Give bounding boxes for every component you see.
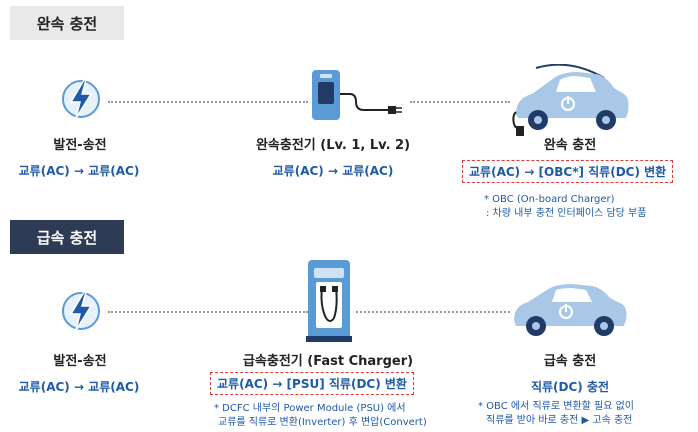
slow-section-label: 완속 충전 [10,6,124,40]
slow-car-title: 완속 충전 [543,138,597,153]
fast-section-label: 급속 충전 [10,220,124,254]
lightning-icon [56,286,106,336]
slow-charger-sub: 교류(AC) → 교류(AC) [272,164,394,178]
slow-charger-title: 완속충전기 (Lv. 1, Lv. 2) [255,138,411,153]
lightning-icon [56,74,106,124]
generation-title: 발전-송전 [53,138,107,153]
connector-line [356,311,510,313]
fast-car-note-2: 직류를 받아 바로 충전 ▶ 고속 충전 [486,415,633,426]
generation-title: 발전-송전 [53,354,107,369]
slow-charger-icon [310,68,410,124]
slow-note-1: * OBC (On-board Charger) [484,194,615,205]
connector-line [108,101,308,103]
car-icon [510,280,630,342]
fast-car-title: 급속 충전 [543,354,597,369]
fast-car-sub: 직류(DC) 충전 [530,380,610,394]
fast-charger-note-1: * DCFC 내부의 Power Module (PSU) 에서 [214,403,406,414]
generation-sub: 교류(AC) → 교류(AC) [18,380,140,394]
fast-charger-sub: 교류(AC) → [PSU] 직류(DC) 변환 [210,372,414,395]
fast-car-note-1: * OBC 에서 직류로 변환할 필요 없이 [478,401,635,412]
slow-note-2: : 차량 내부 충전 인터페이스 담당 부품 [486,208,647,219]
connector-line [410,101,510,103]
generation-sub: 교류(AC) → 교류(AC) [18,164,140,178]
fast-charger-icon [304,258,354,344]
fast-charger-title: 급속충전기 (Fast Charger) [242,354,414,369]
connector-line [108,311,308,313]
car-icon [510,63,630,144]
fast-charger-note-2: 교류를 직류로 변환(Inverter) 후 변압(Convert) [218,417,427,428]
slow-car-sub: 교류(AC) → [OBC*] 직류(DC) 변환 [462,160,674,183]
